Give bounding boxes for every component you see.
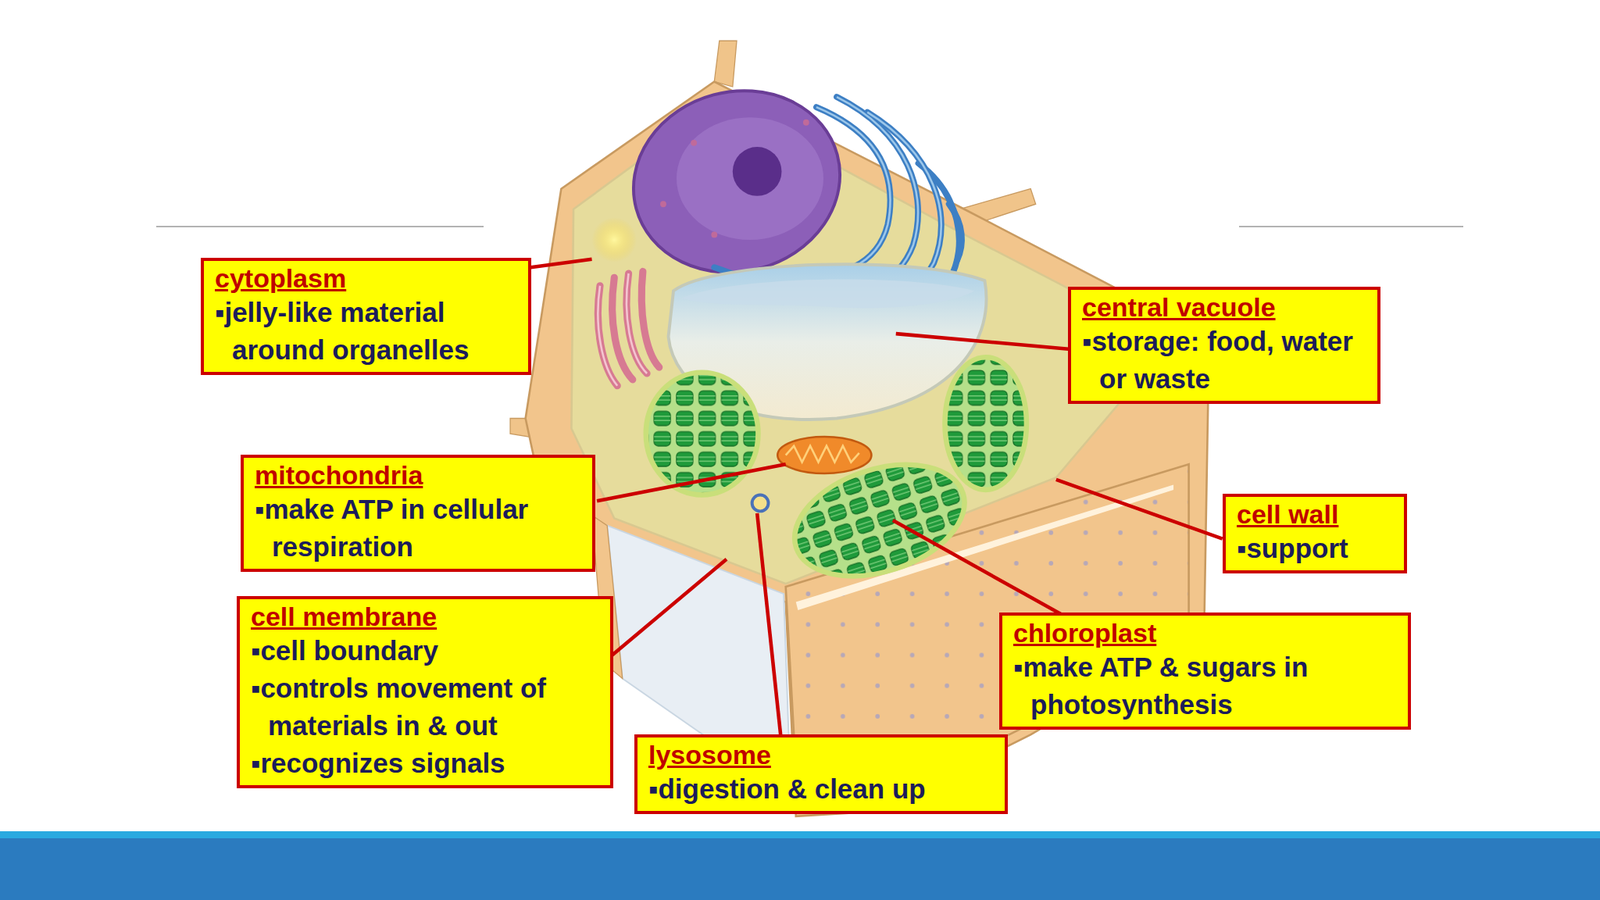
- callout-box: cell wall▪support: [1222, 493, 1408, 574]
- function-note: ▪make ATP & sugars in photosynthesis: [1013, 648, 1400, 724]
- footer-band: [0, 831, 1600, 900]
- callout-box: central vacuole▪storage: food, water or …: [1067, 286, 1381, 404]
- organelle-name: mitochondria: [254, 459, 585, 491]
- callout-box: mitochondria▪make ATP in cellular respir…: [240, 454, 596, 572]
- callout-box: cell membrane▪cell boundary▪controls mov…: [236, 596, 614, 789]
- organelle-name: cell membrane: [250, 600, 603, 633]
- function-note: ▪controls movement of materials in & out: [250, 669, 603, 745]
- callout-box: cytoplasm▪jelly-like material around org…: [200, 257, 532, 375]
- rule-line: [156, 225, 484, 228]
- function-note: ▪make ATP in cellular respiration: [254, 490, 585, 566]
- function-note: ▪jelly-like material around organelles: [214, 293, 521, 369]
- callout-box: chloroplast▪make ATP & sugars in photosy…: [999, 612, 1411, 730]
- footer-stripe: [0, 831, 1600, 839]
- callout-box: lysosome▪digestion & clean up: [634, 734, 1008, 815]
- organelle-name: central vacuole: [1082, 291, 1370, 323]
- function-note: ▪support: [1236, 529, 1397, 568]
- function-note: ▪recognizes signals: [250, 744, 603, 783]
- rule-line: [1239, 225, 1464, 228]
- organelle-name: cell wall: [1236, 498, 1397, 530]
- function-note: ▪digestion & clean up: [648, 770, 997, 808]
- function-note: ▪cell boundary: [250, 632, 603, 670]
- organelle-name: lysosome: [648, 739, 997, 771]
- organelle-name: chloroplast: [1013, 617, 1400, 649]
- organelle-name: cytoplasm: [214, 262, 521, 294]
- function-note: ▪storage: food, water or waste: [1082, 322, 1370, 398]
